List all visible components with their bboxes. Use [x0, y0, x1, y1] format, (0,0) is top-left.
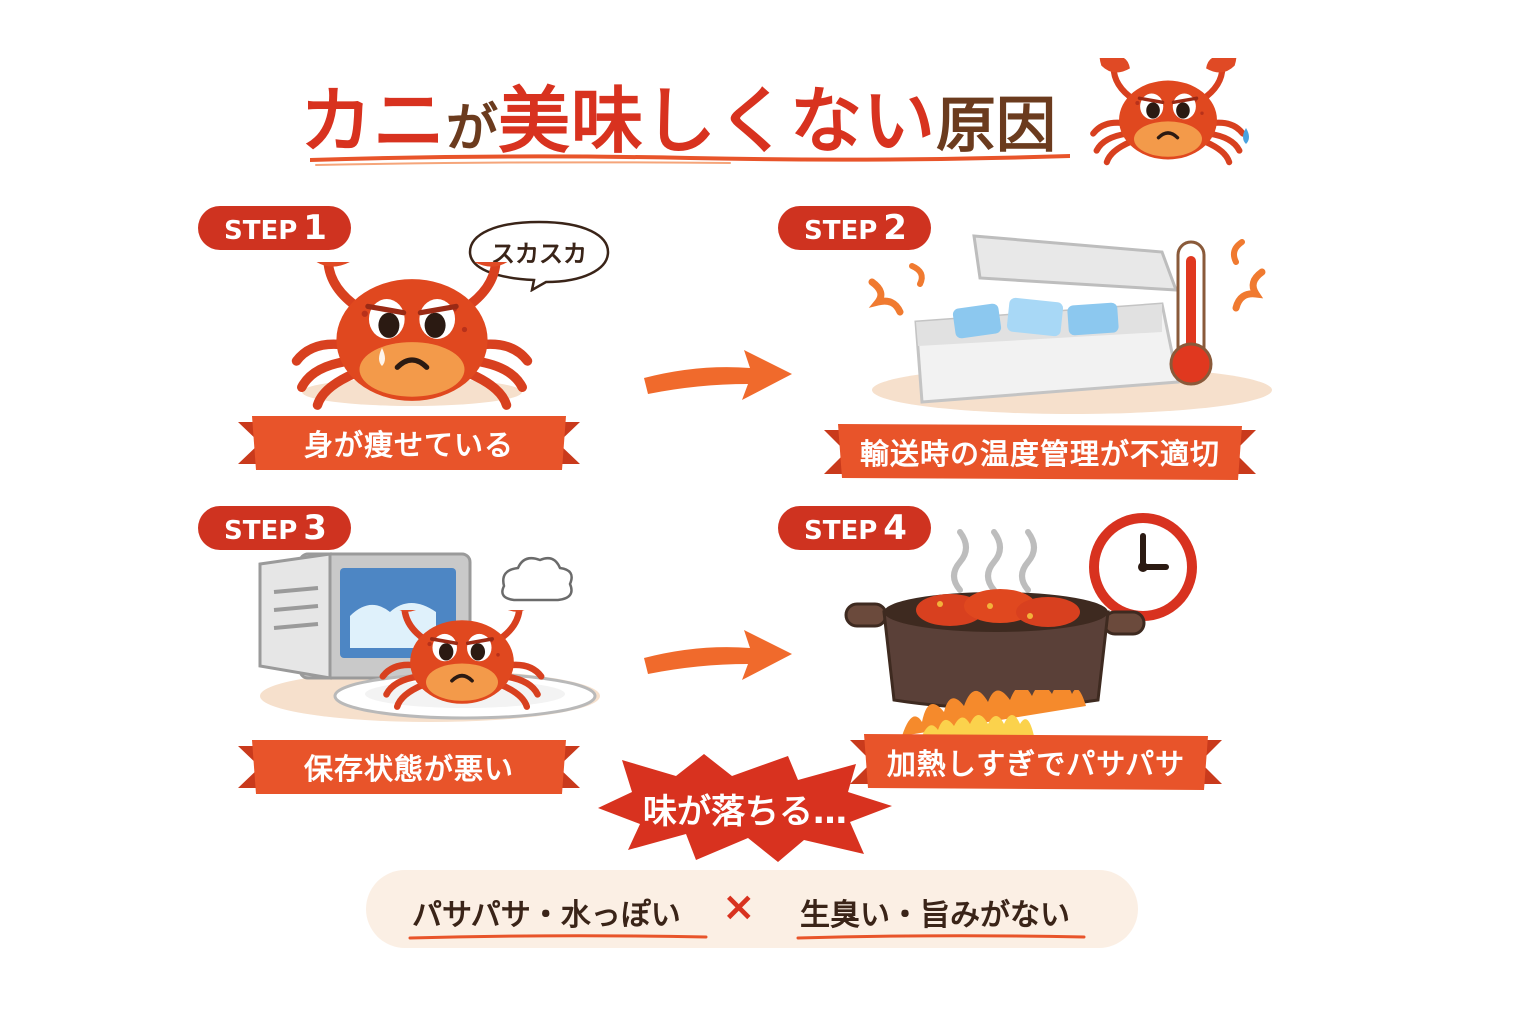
- title-part-1: カニ: [300, 79, 447, 163]
- title-part-2: が: [446, 99, 499, 159]
- flame-icon: [902, 690, 1086, 736]
- summary-right: 生臭い・旨みがない: [800, 898, 1070, 933]
- summary-separator: ×: [722, 884, 756, 930]
- step-1-ribbon: [238, 416, 580, 470]
- step-1-number: 1: [303, 208, 327, 248]
- step-2-caption-text: 輸送時の温度管理が不適切: [859, 437, 1220, 471]
- step-4-caption-text: 加熱しすぎでパサパサ: [886, 747, 1186, 781]
- burst-text: 味が落ちる…: [643, 792, 847, 832]
- step-4-number: 4: [883, 508, 907, 548]
- burst-shape: [598, 754, 892, 862]
- step-4-ribbon: [850, 734, 1222, 790]
- clock-icon: [1089, 513, 1197, 621]
- step-3-number: 3: [303, 508, 327, 548]
- title-underline: [310, 154, 1070, 166]
- pot-icon: [844, 589, 1146, 710]
- step-4-caption: 加熱しすぎでパサパサ: [850, 730, 1222, 794]
- summary-left: パサパサ・水っぽい: [412, 898, 681, 933]
- step-3-caption: 保存状態が悪い: [238, 736, 580, 798]
- step-1-crab-icon: [262, 262, 562, 422]
- step-4-label: STEP: [804, 516, 878, 546]
- step-1-caption-text: 身が痩せている: [303, 428, 514, 462]
- title-part-4: 原因: [936, 91, 1057, 161]
- plate-icon: [333, 610, 597, 720]
- step-2-label: STEP: [804, 216, 878, 246]
- summary-left-underline: [408, 934, 708, 940]
- title-part-3: 美味しくない: [498, 79, 937, 163]
- cooler-box-icon: [868, 234, 1272, 414]
- steam-icon: [951, 529, 1037, 593]
- step-1-label: STEP: [224, 216, 298, 246]
- speech-bubble-text: スカスカ: [491, 240, 587, 268]
- arrow-icon: [644, 350, 792, 400]
- step-1-caption: 身が痩せている: [238, 412, 580, 474]
- step-3-ribbon: [238, 740, 580, 794]
- summary-right-underline: [796, 934, 1086, 940]
- sad-crab-icon: [1068, 58, 1249, 168]
- speech-bubble: [468, 220, 610, 292]
- step-2-caption: 輸送時の温度管理が不適切: [824, 420, 1256, 484]
- arrow-icon-2: [644, 630, 792, 680]
- step-2-ribbon: [824, 424, 1256, 480]
- step-2-number: 2: [883, 208, 907, 248]
- step-3-caption-text: 保存状態が悪い: [303, 752, 514, 786]
- step-3-label: STEP: [224, 516, 298, 546]
